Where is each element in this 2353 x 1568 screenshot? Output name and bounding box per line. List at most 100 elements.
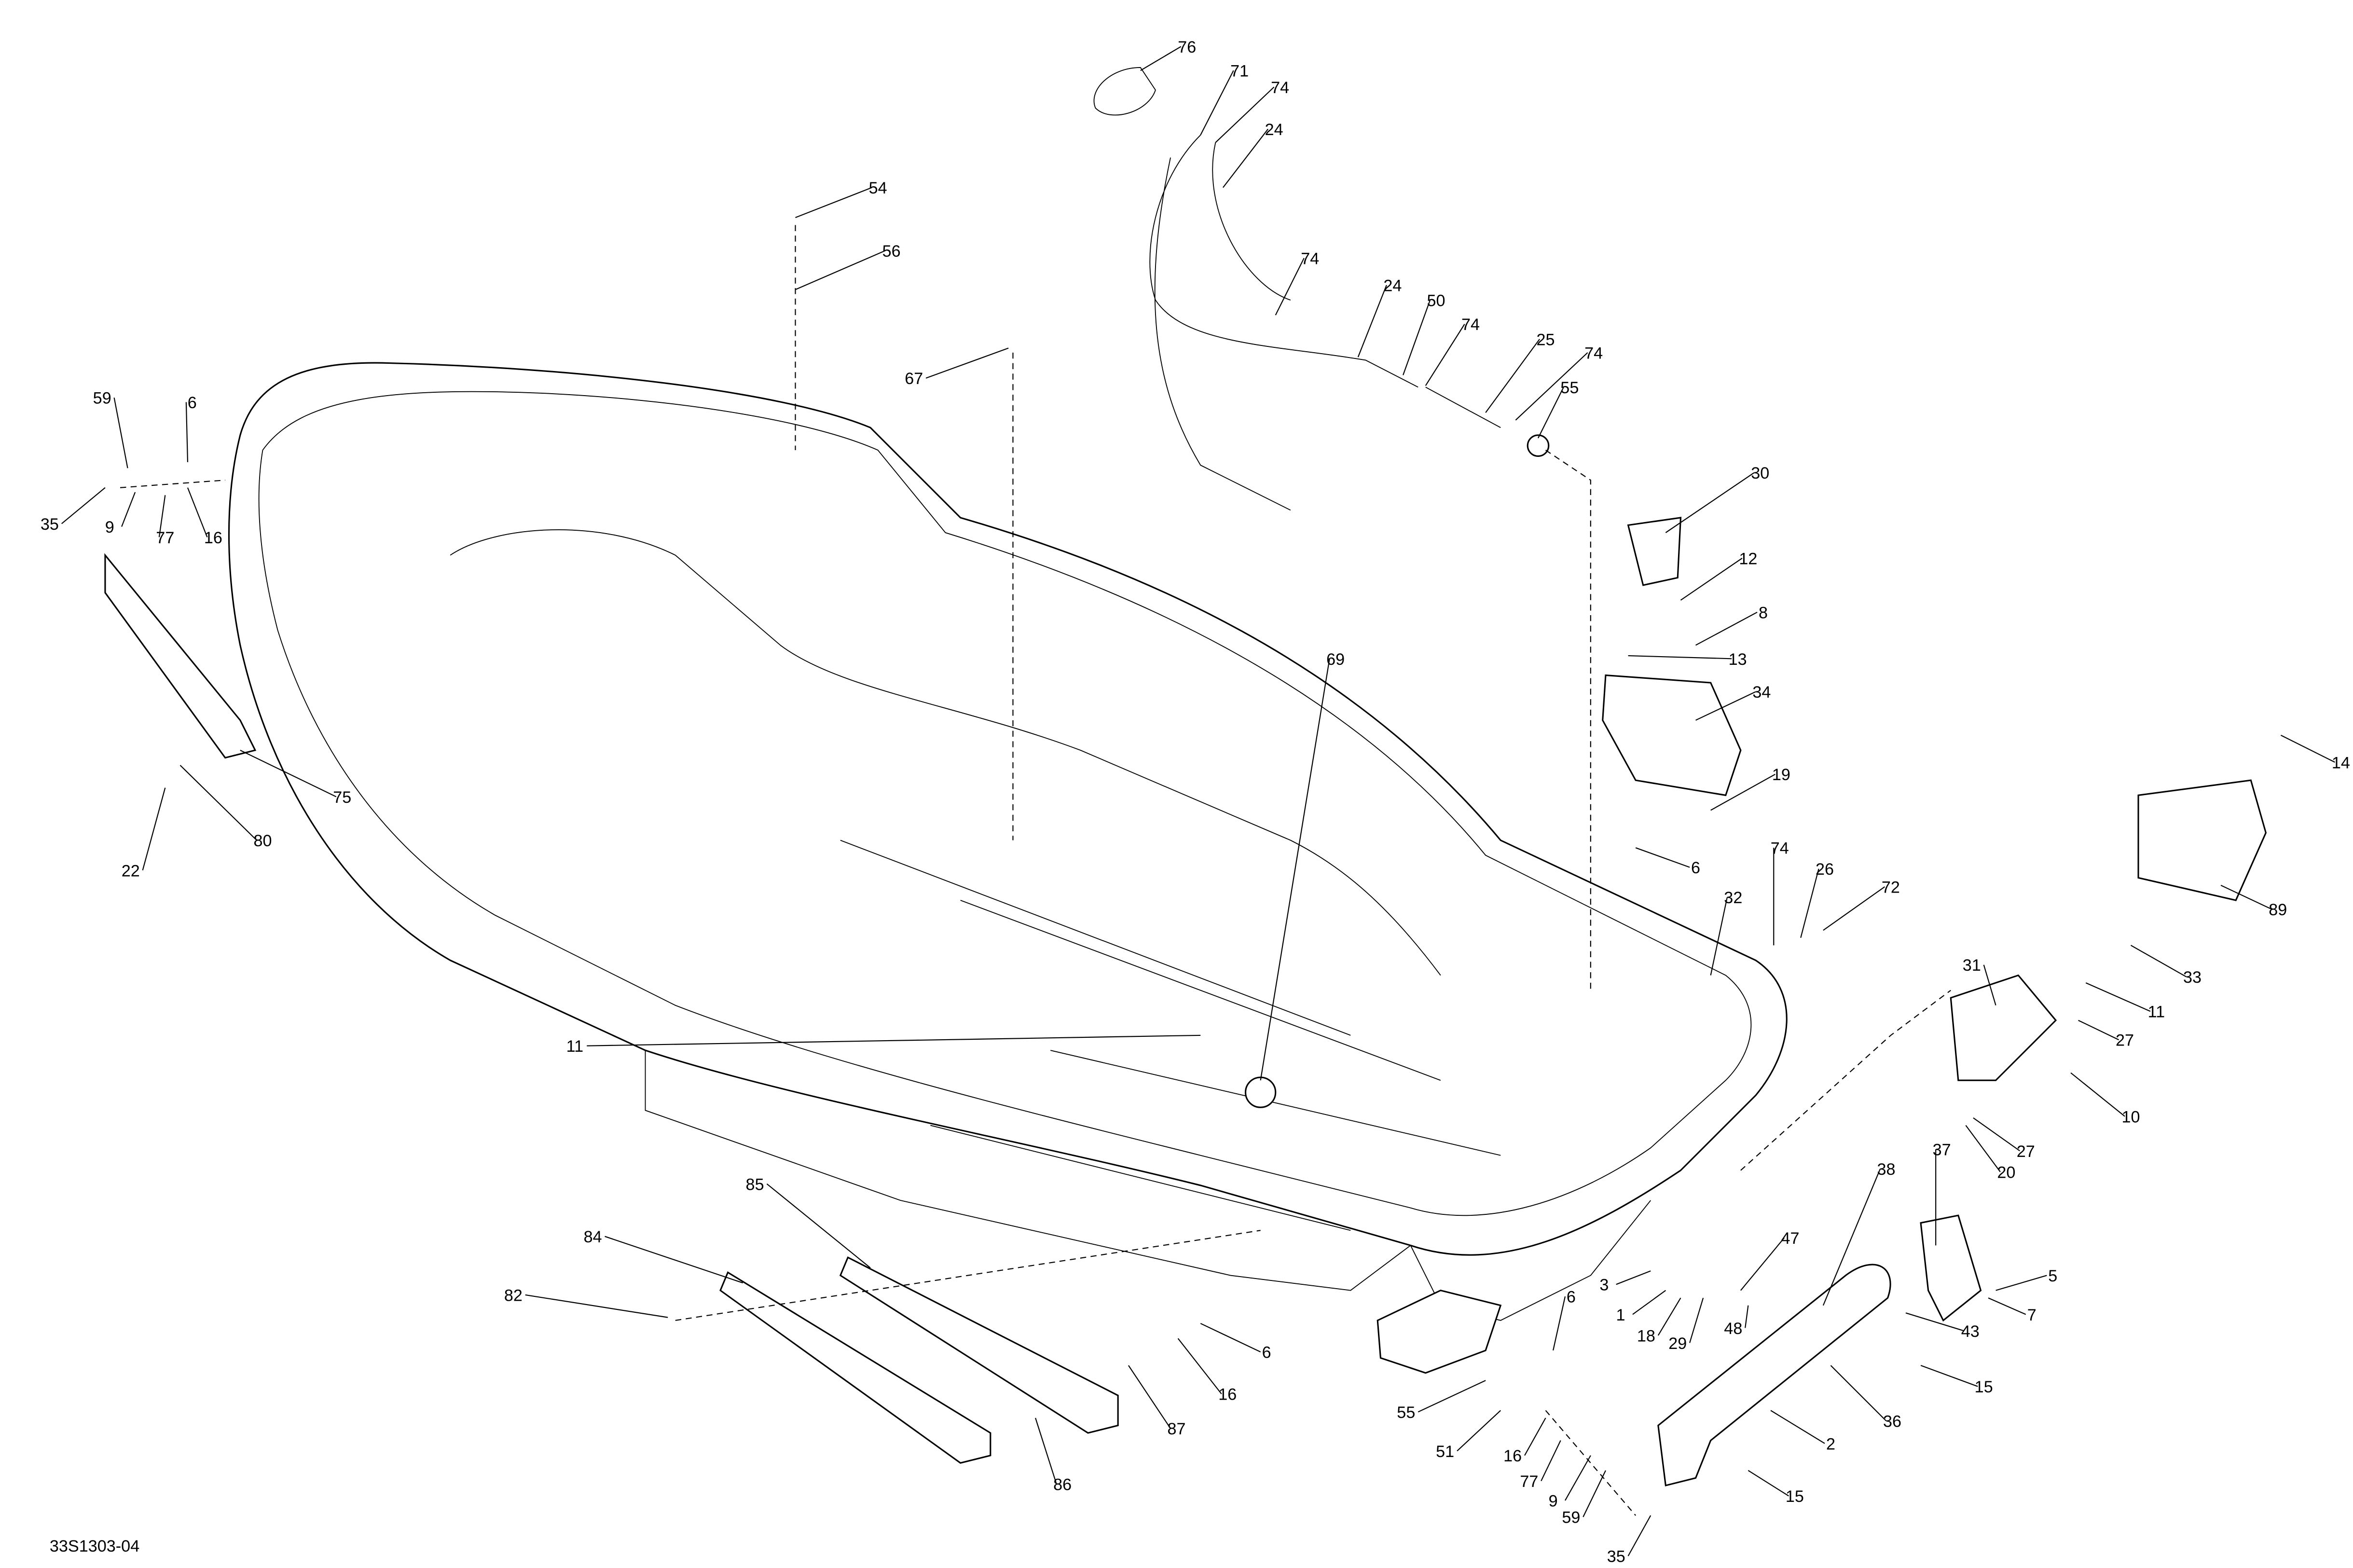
leader-line [1710,773,1775,811]
leader-line [1689,1297,1704,1343]
leader-line [1920,1365,1978,1387]
part-55 [1527,434,1550,457]
leader-line [1215,86,1275,143]
callout-label: 36 [1883,1413,1901,1431]
callout-label: 15 [1786,1487,1804,1506]
leader-line [1905,1312,1965,1332]
leader-line [1800,868,1819,938]
leader-line [1695,691,1756,721]
hull-drawing [228,362,1788,1374]
leader-line [1524,1417,1546,1456]
part-69 [1245,1076,1277,1108]
callout-label: 72 [1882,878,1900,896]
leader-lines [61,46,2335,1556]
leader-line [1695,611,1758,646]
leader-line [1035,1417,1057,1485]
part-89 [2137,779,2267,901]
leader-line [1275,258,1305,316]
leader-line [1582,1470,1606,1517]
callout-label: 54 [869,179,887,197]
callout-label: 24 [1265,121,1283,139]
leader-line [2281,734,2335,763]
callout-label: 3 [1599,1276,1609,1294]
part-30 [1627,517,1682,586]
callout-label: 34 [1752,683,1771,701]
leader-line [1627,1515,1651,1556]
callout-label: 10 [2121,1108,2140,1126]
callout-label: 74 [1461,316,1480,334]
leader-line [795,250,886,290]
leader-line [142,787,166,871]
leader-line [587,1034,1201,1046]
callout-label: 30 [1751,464,1769,482]
callout-label: 85 [746,1175,764,1194]
leader-line [1140,46,1182,71]
callout-label: 19 [1772,766,1790,784]
leader-line [2130,945,2187,977]
callout-label: 12 [1739,550,1757,568]
callout-label: 89 [2269,901,2287,919]
callout-label: 16 [1503,1447,1522,1465]
callout-label: 6 [188,394,197,412]
leader-line [1965,1125,2001,1172]
callout-label: 82 [504,1286,523,1305]
leader-line [1657,1297,1681,1336]
callout-label: 16 [204,529,222,547]
callout-label: 56 [882,242,901,261]
leader-line [1417,1380,1486,1413]
callout-label: 16 [1218,1386,1237,1404]
leader-line [2085,982,2151,1012]
callout-label: 7 [2027,1306,2037,1324]
leader-line [113,397,128,468]
dashed-guides [120,225,1951,1516]
diagram-reference-code: 33S1303-04 [50,1537,139,1555]
callout-label: 15 [1975,1378,1993,1396]
leader-line [1457,1410,1501,1452]
leader-line [1995,1275,2047,1291]
leader-line [61,487,106,524]
callout-label: 74 [1771,839,1789,858]
callout-label: 6 [1691,859,1700,877]
callout-label: 31 [1963,956,1981,975]
leader-line [1616,1270,1651,1285]
callout-label: 74 [1301,249,1319,268]
leader-line [1425,324,1465,386]
leader-line [1538,386,1564,439]
leader-line [605,1236,743,1284]
part-37 [1920,1214,1982,1322]
callout-label: 43 [1961,1322,1980,1341]
callout-label: 9 [1549,1492,1558,1510]
leader-line [1553,1296,1566,1351]
leader-line [1680,558,1743,601]
leader-line [1823,886,1885,931]
leader-line [187,487,208,537]
leader-line [1515,352,1588,421]
leader-line [1748,1470,1789,1497]
leader-line [1200,70,1234,136]
callout-label: 87 [1167,1420,1185,1438]
callout-label: 47 [1781,1229,1799,1248]
callout-label: 86 [1053,1475,1072,1494]
leader-line [1745,1305,1749,1328]
leader-line [1635,847,1690,868]
callout-label: 27 [2017,1142,2035,1161]
callout-label: 74 [1271,79,1289,97]
leader-line [1740,1238,1785,1291]
leader-line [1200,1323,1261,1353]
callout-label: 77 [1520,1472,1538,1491]
leader-line [1260,659,1330,1081]
leader-line [2220,884,2272,910]
leader-line [1988,1297,2026,1315]
leader-line [1665,472,1755,533]
callout-label: 2 [1826,1435,1835,1453]
callout-label: 84 [584,1228,602,1246]
leader-line [1710,897,1728,976]
callout-label: 59 [93,389,111,408]
trim-85 [839,1256,1119,1434]
leader-line [525,1294,668,1318]
callout-label: 5 [2048,1267,2057,1285]
callout-label: 14 [2332,754,2350,772]
